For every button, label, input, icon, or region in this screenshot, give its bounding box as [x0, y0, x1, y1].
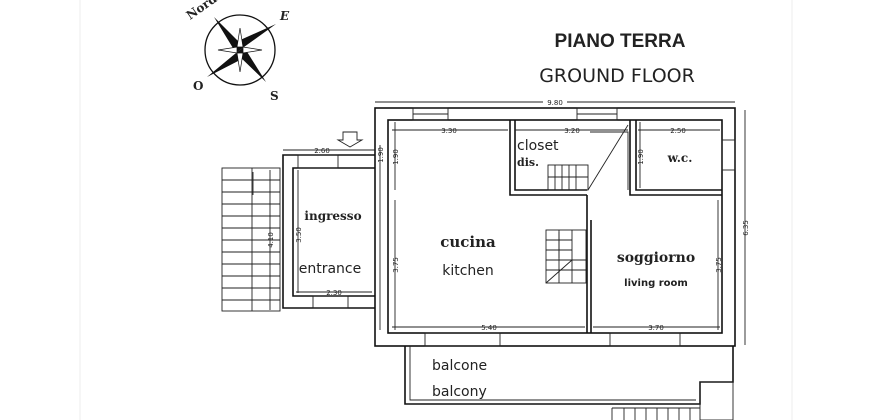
svg-text:1.90: 1.90	[637, 149, 645, 165]
svg-text:3.75: 3.75	[392, 257, 400, 273]
entry-arrow-icon	[336, 131, 364, 148]
compass-north-label: Nord	[184, 0, 220, 22]
room-label-cucina: cucina	[440, 233, 496, 251]
svg-text:6.35: 6.35	[742, 220, 750, 236]
lower-stairs-icon	[611, 381, 734, 420]
svg-text:3.30: 3.30	[441, 127, 457, 135]
room-label-balcony: balcony	[432, 384, 487, 400]
svg-text:2.50: 2.50	[670, 127, 686, 135]
room-label-balcone: balcone	[432, 358, 487, 374]
compass-rose-icon	[204, 14, 276, 86]
room-label-dis: dis.	[517, 156, 539, 169]
svg-text:3.50: 3.50	[295, 227, 303, 243]
title-english: GROUND FLOOR	[539, 65, 695, 87]
dimension-label-background	[543, 97, 567, 107]
title-italian: PIANO TERRA	[555, 31, 686, 52]
svg-text:5.40: 5.40	[481, 324, 497, 332]
svg-text:3.70: 3.70	[648, 324, 664, 332]
dimension-labels: 9.80 3.30 3.20 2.50 2.60 2.30 5.40 3.70 …	[267, 97, 750, 332]
svg-text:2.60: 2.60	[314, 147, 330, 155]
room-label-living: living room	[624, 278, 688, 289]
stairs-kitchen-icon	[545, 229, 587, 284]
entrance-walls	[282, 131, 375, 309]
room-label-entrance: entrance	[299, 261, 362, 277]
room-label-wc: w.c.	[667, 151, 693, 165]
compass-south-label: S	[270, 89, 279, 103]
room-label-ingresso: ingresso	[304, 209, 361, 223]
compass-east-label: E	[279, 9, 290, 23]
svg-text:4.10: 4.10	[267, 232, 275, 248]
room-label-soggiorno: soggiorno	[617, 250, 695, 266]
svg-text:3.75: 3.75	[715, 257, 723, 273]
svg-text:9.80: 9.80	[547, 99, 563, 107]
dimension-lines	[269, 101, 746, 345]
svg-text:3.20: 3.20	[564, 127, 580, 135]
svg-text:2.30: 2.30	[326, 289, 342, 297]
building-walls	[374, 107, 736, 347]
room-label-kitchen: kitchen	[442, 263, 494, 279]
compass-west-label: O	[193, 79, 203, 93]
svg-text:1.90: 1.90	[392, 149, 400, 165]
stairs-closet-icon	[547, 124, 629, 191]
svg-text:1.90: 1.90	[377, 147, 385, 163]
room-label-closet: closet	[517, 138, 559, 154]
